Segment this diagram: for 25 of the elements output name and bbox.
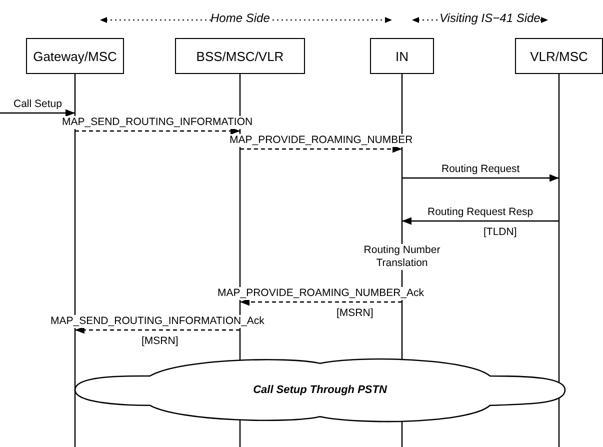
message-arrow <box>75 326 240 334</box>
message-note: Routing Number Translation <box>362 244 442 270</box>
message-arrow <box>402 217 559 225</box>
edge-label: MAP_SEND_ROUTING_INFORMATION_Ack <box>50 315 266 328</box>
message-arrow <box>240 145 402 153</box>
message-arrow <box>75 127 240 135</box>
edge-label: MAP_SEND_ROUTING_INFORMATION <box>61 116 254 129</box>
message-note: [MSRN] <box>142 335 178 348</box>
message-arrow <box>0 109 75 117</box>
participant-box: IN <box>370 38 434 74</box>
message-arrow <box>240 298 402 306</box>
message-note: [MSRN] <box>336 307 374 320</box>
edge-label: Routing Request <box>440 163 521 176</box>
participant-box: Gateway/MSC <box>26 38 124 74</box>
participant-box: BSS/MSC/VLR <box>175 38 305 74</box>
participant-box: VLR/MSC <box>515 38 603 74</box>
edge-label: Routing Request Resp <box>426 206 534 219</box>
edge-label: Call Setup <box>12 98 63 111</box>
message-arrow <box>402 174 559 182</box>
section-heading: Home Side <box>210 12 270 25</box>
message-note: [TLDN] <box>484 226 517 239</box>
edge-label: MAP_PROVIDE_ROAMING_NUMBER <box>228 134 414 147</box>
edge-label: MAP_PROVIDE_ROAMING_NUMBER_Ack <box>216 287 426 300</box>
section-heading: Visiting IS−41 Side <box>440 12 540 25</box>
cloud-label: Call Setup Through PSTN <box>253 384 387 396</box>
